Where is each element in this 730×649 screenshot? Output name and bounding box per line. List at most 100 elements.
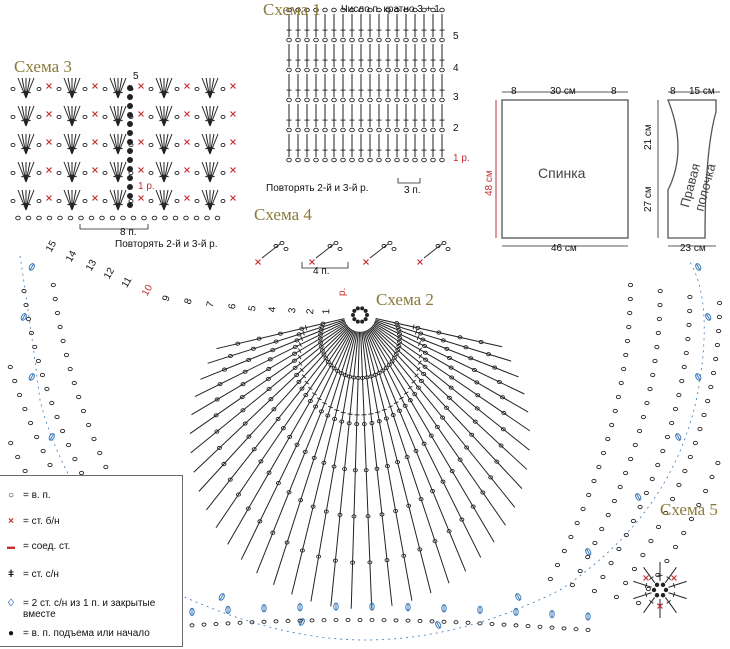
chain-stitch-mark <box>36 170 42 176</box>
single-crochet-mark <box>184 111 190 117</box>
chain-stitch-mark <box>421 7 427 13</box>
double-crochet-mark <box>113 77 119 99</box>
chain-stitch-mark <box>663 510 669 516</box>
chain-stitch-mark <box>99 215 105 221</box>
double-crochet-mark <box>117 189 123 211</box>
chain-stitch-mark <box>40 448 46 454</box>
chain-stitch-mark <box>412 392 418 397</box>
chain-stitch-mark <box>335 368 341 373</box>
double-crochet-bar-mark <box>411 379 416 384</box>
chain-stitch-mark <box>320 321 326 326</box>
chain-stitch-mark <box>299 386 305 391</box>
chain-stitch-mark <box>217 382 223 387</box>
chain-stitch-mark <box>268 397 274 402</box>
chain-stitch-mark <box>496 379 502 385</box>
double-crochet-mark <box>159 161 165 183</box>
chain-stitch-mark <box>148 114 154 120</box>
double-crochet-mark <box>25 105 35 127</box>
double-crochet-mark <box>117 105 123 127</box>
chain-stitch-mark <box>354 422 360 427</box>
chain-stitch-mark <box>79 470 85 476</box>
chain-stitch-mark <box>349 67 355 73</box>
turning-chain-mark <box>127 166 133 172</box>
double-crochet-mark <box>366 329 482 558</box>
double-crochet-mark <box>163 105 173 127</box>
chain-stitch-mark <box>337 512 343 517</box>
chain-stitch-mark <box>240 382 246 387</box>
chain-stitch-mark <box>418 378 424 383</box>
double-crochet-mark <box>372 324 530 451</box>
double-crochet-mark <box>17 77 27 99</box>
chain-stitch-mark <box>648 538 654 544</box>
chain-stitch-mark <box>612 408 618 414</box>
chain-stitch-mark <box>357 617 363 623</box>
chain-stitch-mark <box>435 243 441 249</box>
single-crochet-mark <box>138 139 144 145</box>
chain-stitch-mark <box>469 432 475 437</box>
chain-stitch-mark <box>421 441 427 446</box>
chain-stitch-mark <box>468 356 474 361</box>
chain-stitch-mark <box>304 157 310 163</box>
chain-stitch-mark <box>273 619 279 624</box>
chain-stitch-mark <box>568 534 574 540</box>
chain-stitch-mark <box>708 384 714 390</box>
chain-stitch-mark <box>299 326 305 331</box>
chain-stitch-mark <box>672 544 679 550</box>
double-crochet-bar-mark <box>368 413 374 415</box>
chain-stitch-mark <box>447 355 452 361</box>
double-crochet-mark <box>109 189 119 211</box>
double-crochet-mark <box>71 105 77 127</box>
chain-stitch-mark <box>194 142 200 148</box>
chain-stitch-mark <box>339 419 345 424</box>
chain-stitch-mark <box>600 450 607 456</box>
legend-text-double-crochet: = ст. с/н <box>23 569 59 580</box>
turning-chain-mark <box>127 112 133 118</box>
chain-stitch-mark <box>652 358 658 364</box>
chain-stitch-mark <box>214 397 220 402</box>
chain-stitch-mark <box>342 467 348 472</box>
double-crochet-mark <box>21 133 27 155</box>
double-crochet-bar-mark <box>298 361 303 366</box>
chain-stitch-mark <box>103 464 109 470</box>
chain-stitch-mark <box>193 215 200 221</box>
double-crochet-mark <box>365 330 467 572</box>
chain-stitch-mark <box>220 198 226 204</box>
chain-stitch-mark <box>10 170 16 176</box>
chain-stitch-mark <box>605 512 611 518</box>
chain-stitch-mark <box>36 142 42 148</box>
chain-stitch-mark <box>369 618 375 623</box>
front-upper: 21 см <box>643 124 654 150</box>
double-crochet-mark <box>25 77 35 99</box>
chain-stitch-mark <box>376 97 382 103</box>
chain-stitch-mark <box>15 215 21 221</box>
chain-stitch-mark <box>421 157 427 163</box>
double-crochet-bar-mark <box>209 174 215 178</box>
chain-stitch-mark <box>440 415 446 420</box>
chain-stitch-mark <box>696 502 702 508</box>
chain-stitch-mark <box>435 424 440 429</box>
chain-stitch-mark <box>294 338 300 343</box>
chain-stitch-mark <box>660 448 666 454</box>
chain-stitch-mark <box>477 621 483 626</box>
chain-stitch-mark <box>317 336 323 341</box>
chain-stitch-mark <box>287 434 293 439</box>
chain-stitch-mark <box>286 7 292 13</box>
chain-stitch-mark <box>396 343 402 349</box>
turning-chain-icon: ● <box>7 628 15 639</box>
double-crochet-mark <box>209 161 219 183</box>
chain-stitch-mark <box>21 288 27 294</box>
front-bottom: 23 см <box>680 243 706 254</box>
chain-stitch-mark <box>280 426 286 431</box>
chain-stitch-mark <box>57 215 63 221</box>
double-crochet-bar-mark <box>71 90 77 94</box>
chain-stitch-mark <box>421 371 427 376</box>
cluster-loop-mark <box>675 433 682 441</box>
scheme5-center-mark <box>654 592 660 598</box>
chain-stitch-mark <box>430 97 436 103</box>
chain-stitch-mark <box>265 376 271 381</box>
chain-stitch-mark <box>367 127 373 133</box>
single-crochet-mark <box>643 575 649 581</box>
chain-stitch-mark <box>25 316 32 322</box>
chain-stitch-mark <box>501 622 507 627</box>
cluster-loop-mark <box>405 603 411 612</box>
